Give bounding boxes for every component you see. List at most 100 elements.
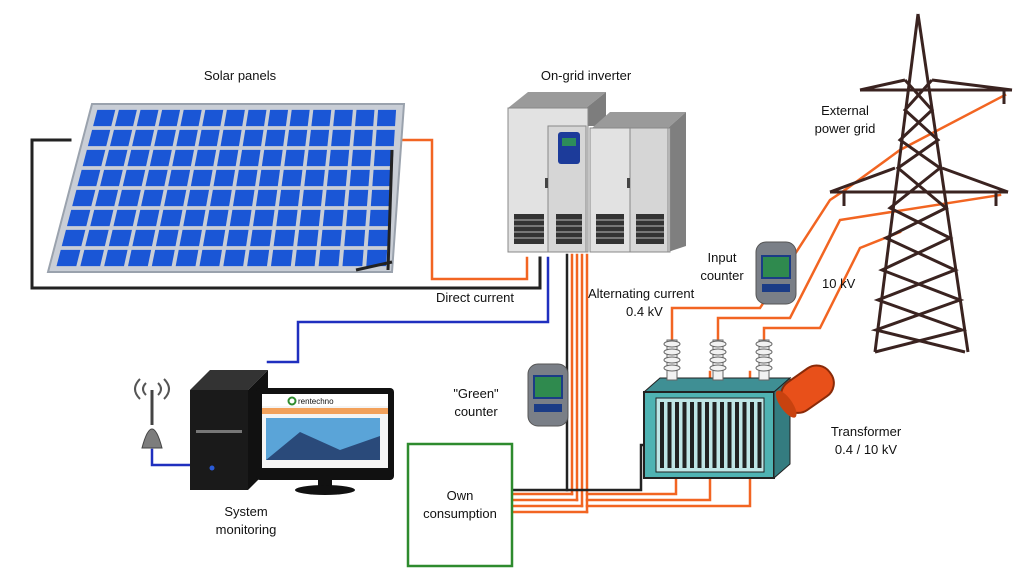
solar-cell: [136, 109, 159, 127]
solar-cell: [342, 249, 364, 267]
green-meter-icon: [527, 363, 569, 427]
solar-cell: [286, 129, 308, 147]
solar-cell: [239, 149, 261, 167]
solar-cell: [355, 109, 375, 127]
alternating-current-label-line1: Alternating current: [588, 286, 695, 301]
solar-cell: [213, 169, 236, 187]
solar-cell: [331, 129, 352, 147]
solar-cell: [108, 229, 132, 247]
external-grid-label-line2: power grid: [815, 121, 876, 136]
solar-cell: [183, 209, 206, 227]
input-counter-label-line2: counter: [700, 268, 744, 283]
solar-cell: [199, 249, 222, 267]
solar-cell: [179, 229, 202, 247]
solar-cell: [333, 109, 353, 127]
input-counter-label-line1: Input: [708, 250, 737, 265]
solar-cell: [164, 189, 187, 207]
solar-cell: [346, 209, 367, 227]
solar-cell: [297, 229, 319, 247]
monitor-brand-text: rentechno: [298, 397, 334, 406]
solar-cell: [198, 129, 220, 147]
solar-panels-label: Solar panels: [204, 68, 277, 83]
solar-cell: [366, 249, 388, 267]
transformer-fin: [727, 402, 732, 468]
solar-cell: [93, 109, 116, 127]
ac-bundle: [570, 253, 589, 514]
solar-cell: [349, 169, 370, 187]
solar-cell: [324, 189, 346, 207]
solar-cell: [372, 169, 393, 187]
solar-cell: [232, 189, 255, 207]
solar-cell: [326, 169, 348, 187]
green-counter-label-line1: "Green": [453, 386, 499, 401]
solar-cell: [273, 229, 296, 247]
solar-cell: [136, 209, 160, 227]
solar-cell: [276, 209, 298, 227]
solar-cell: [206, 209, 229, 227]
solar-cell: [376, 109, 397, 127]
transformer-fin: [720, 402, 724, 468]
solar-cell: [149, 149, 172, 167]
solar-cell: [236, 169, 258, 187]
solar-cell: [114, 109, 137, 127]
solar-cell: [242, 129, 264, 147]
solar-cell: [258, 169, 280, 187]
solar-cell: [367, 229, 389, 247]
solar-cell: [104, 249, 128, 267]
solar-cell: [72, 189, 96, 207]
solar-cell: [301, 189, 323, 207]
transformer-fin: [705, 402, 709, 468]
solar-cell: [61, 229, 86, 247]
solar-cell: [145, 169, 168, 187]
solar-cell: [172, 149, 194, 167]
transformer-fin: [712, 402, 717, 468]
solar-cell: [90, 209, 114, 227]
solar-cell: [353, 129, 373, 147]
solar-cell: [369, 209, 390, 227]
data-wire: [266, 256, 550, 364]
solar-cell: [370, 189, 391, 207]
solar-cell: [210, 189, 232, 207]
solar-cell: [245, 109, 267, 127]
own-consumption-label-line2: consumption: [423, 506, 497, 521]
solar-cell: [309, 129, 330, 147]
voltage-10kv-label: 10 kV: [822, 276, 856, 291]
solar-cell: [100, 169, 123, 187]
solar-cell: [155, 229, 179, 247]
solar-cell: [66, 209, 91, 227]
solar-cell: [176, 129, 198, 147]
solar-cell: [118, 189, 141, 207]
solar-cell: [304, 169, 325, 187]
transformer-fin: [667, 402, 672, 468]
solar-cell: [320, 229, 342, 247]
solar-cell: [281, 169, 303, 187]
solar-cell: [247, 249, 270, 267]
solar-cell: [267, 109, 289, 127]
solar-cell: [168, 169, 191, 187]
solar-cell: [202, 109, 224, 127]
solar-cell: [127, 249, 152, 267]
solar-cell: [95, 189, 119, 207]
solar-cell: [151, 249, 175, 267]
solar-cell: [278, 189, 301, 207]
solar-cell: [375, 129, 395, 147]
solar-cell: [306, 149, 328, 167]
solar-cell: [351, 149, 372, 167]
solar-cell: [318, 249, 340, 267]
solar-cell: [289, 109, 310, 127]
monitor-icon: rentechno: [256, 388, 394, 495]
dc-wire: [390, 138, 529, 281]
solar-cell: [105, 149, 128, 167]
solar-ground-wire: [30, 138, 542, 290]
solar-cell: [261, 149, 283, 167]
solar-cell: [299, 209, 321, 227]
transformer-fin: [750, 402, 754, 468]
green-counter-label-line2: counter: [454, 404, 498, 419]
solar-cell: [229, 209, 252, 227]
transformer-fin: [682, 402, 687, 468]
solar-cell: [224, 109, 245, 127]
external-grid-label-line1: External: [821, 103, 869, 118]
transformer-label-line2: 0.4 / 10 kV: [835, 442, 897, 457]
transformer-label-line1: Transformer: [831, 424, 902, 439]
